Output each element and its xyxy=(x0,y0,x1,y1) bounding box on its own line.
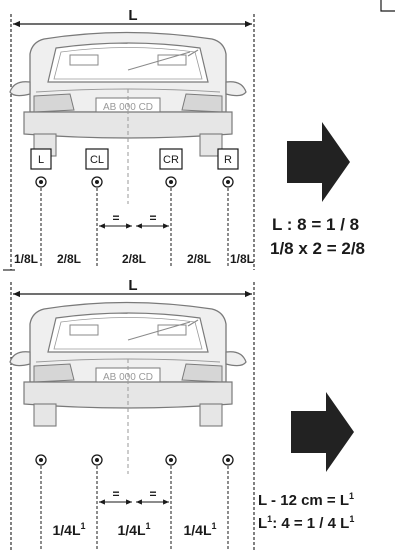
sensor-icon-L xyxy=(35,176,47,188)
bottom-segment-label-3: 1/4L1 xyxy=(183,521,216,538)
top-segment-label-1: 1/8L xyxy=(14,252,38,266)
sensor-icon-3 xyxy=(165,454,177,466)
sensor-label-CR: CR xyxy=(159,148,183,170)
sensor-icon-R xyxy=(222,176,234,188)
bottom-formula-line-2: L1: 4 = 1 / 4 L1 xyxy=(258,514,354,532)
top-formula-line-1: L : 8 = 1 / 8 xyxy=(272,215,359,234)
bottom-diagram: L AB 000 CD = = 1/4L1 1/4L1 1/4L1 xyxy=(9,277,255,551)
plate-text-top: AB 000 CD xyxy=(103,102,153,113)
sensor-label-R: R xyxy=(217,148,239,170)
bottom-segment-label-2: 1/4L1 xyxy=(117,521,150,538)
equal-mark-top-2: = xyxy=(149,211,156,225)
top-segment-label-3: 2/8L xyxy=(122,252,146,266)
sensor-icon-4 xyxy=(222,454,234,466)
car-rear-bottom xyxy=(9,301,247,475)
top-diagram: L AB 000 CD L CL CR R xyxy=(3,7,255,271)
sensor-icon-1 xyxy=(35,454,47,466)
sensor-label-L: L xyxy=(30,148,52,170)
top-segment-label-4: 2/8L xyxy=(187,252,211,266)
sensor-label-CL-text: CL xyxy=(90,154,104,166)
right-arrow-icon-bottom xyxy=(291,392,354,472)
sensor-label-CL: CL xyxy=(85,148,109,170)
equal-mark-bottom-2: = xyxy=(149,487,156,501)
sensor-label-L-text: L xyxy=(38,154,44,166)
car-rear-top xyxy=(9,31,247,205)
equal-mark-bottom-1: = xyxy=(112,487,119,501)
sensor-icon-2 xyxy=(91,454,103,466)
bottom-segment-label-1: 1/4L1 xyxy=(52,521,85,538)
top-formula-line-2: 1/8 x 2 = 2/8 xyxy=(270,239,365,258)
corner-mark xyxy=(380,0,395,12)
equal-mark-top-1: = xyxy=(112,211,119,225)
bottom-width-label: L xyxy=(128,277,137,294)
right-arrow-icon-top xyxy=(287,122,350,202)
top-segment-label-5: 1/8L xyxy=(230,252,254,266)
sensor-label-CR-text: CR xyxy=(163,154,179,166)
bottom-formula-line-1: L - 12 cm = L1 xyxy=(258,491,354,509)
sensor-label-R-text: R xyxy=(224,154,232,166)
top-segment-label-2: 2/8L xyxy=(57,252,81,266)
plate-text-bottom: AB 000 CD xyxy=(103,372,153,383)
sensor-icon-CR xyxy=(165,176,177,188)
top-width-label: L xyxy=(128,7,137,24)
sensor-icon-CL xyxy=(91,176,103,188)
